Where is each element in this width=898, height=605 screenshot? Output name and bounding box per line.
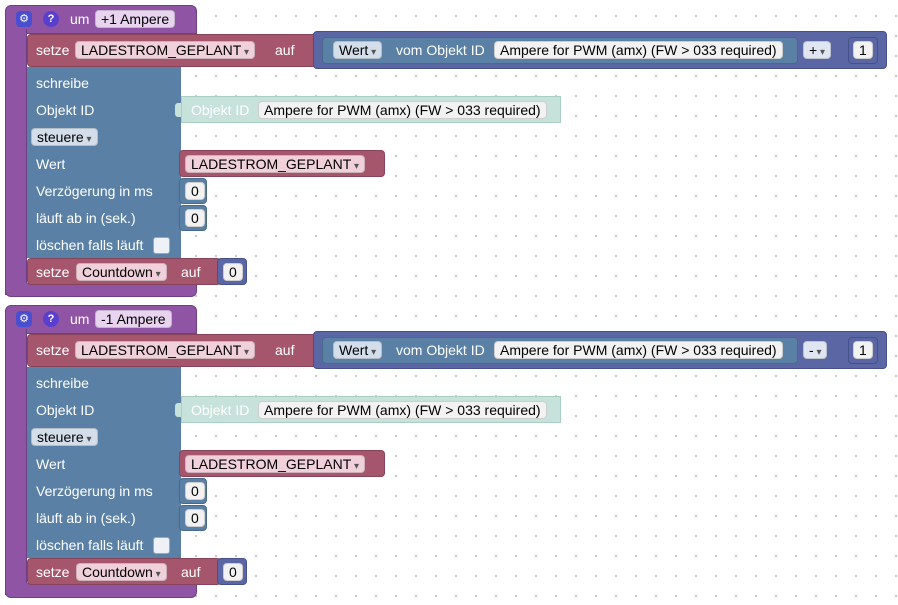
delay-label: Verzögerung in ms [36,183,153,199]
input-connector [175,103,181,117]
variable-dropdown[interactable]: Countdown [76,263,167,281]
clear-if-running-label: löschen falls läuft [36,237,144,253]
value-attribute-dropdown[interactable]: Wert [333,341,383,359]
from-object-label: vom Objekt ID [396,42,485,58]
set-label: setze [36,42,70,58]
clear-if-running-label: löschen falls läuft [36,537,144,553]
from-object-label: vom Objekt ID [396,342,485,358]
procedure-label: um [70,311,90,327]
expire-label: läuft ab in (sek.) [36,510,136,526]
to-label: auf [181,564,201,580]
procedure-name-field[interactable]: -1 Ampere [95,310,172,328]
clear-if-running-checkbox[interactable] [153,537,170,554]
help-icon[interactable]: ? [43,311,59,327]
procedure-footer [5,583,197,598]
object-id-placeholder: Objekt ID [191,402,250,418]
procedure-spine [5,329,27,595]
value-label: Wert [36,456,66,472]
delay-field[interactable]: 0 [185,182,205,200]
object-id-field[interactable]: Ampere for PWM (amx) (FW > 033 required) [494,41,783,59]
write-label: schreibe [36,375,89,391]
object-id-name-field[interactable]: Ampere for PWM (amx) (FW > 033 required) [258,401,547,419]
variable-dropdown[interactable]: Countdown [76,563,167,581]
set-label: setze [36,342,70,358]
operator-dropdown[interactable]: - [803,341,828,359]
expire-field[interactable]: 0 [185,509,205,527]
procedure-spine [5,29,27,295]
control-mode-dropdown[interactable]: steuere [31,428,98,446]
gear-icon[interactable]: ⚙ [16,11,32,27]
variable-dropdown[interactable]: LADESTROM_GEPLANT [75,341,256,359]
expire-field[interactable]: 0 [185,209,205,227]
procedure-label: um [70,11,90,27]
object-id-placeholder: Objekt ID [191,102,250,118]
number-field[interactable]: 0 [223,563,243,581]
set-label: setze [36,264,70,280]
to-label: auf [275,342,295,358]
write-control-block[interactable] [27,367,181,558]
object-id-field[interactable]: Ampere for PWM (amx) (FW > 033 required) [494,341,783,359]
object-id-label: Objekt ID [36,102,95,118]
gear-icon[interactable]: ⚙ [16,311,32,327]
to-label: auf [275,42,295,58]
object-id-name-field[interactable]: Ampere for PWM (amx) (FW > 033 required) [258,101,547,119]
variable-dropdown[interactable]: LADESTROM_GEPLANT [75,41,256,59]
input-connector [175,403,181,417]
delay-field[interactable]: 0 [185,482,205,500]
control-mode-dropdown[interactable]: steuere [31,128,98,146]
number-field[interactable]: 1 [853,41,873,59]
to-label: auf [181,264,201,280]
help-icon[interactable]: ? [43,11,59,27]
write-label: schreibe [36,75,89,91]
number-field[interactable]: 1 [853,341,873,359]
variable-dropdown[interactable]: LADESTROM_GEPLANT [185,155,366,173]
procedure-name-field[interactable]: +1 Ampere [95,10,176,28]
write-control-block[interactable] [27,67,181,258]
procedure-footer [5,283,197,297]
operator-dropdown[interactable]: + [803,41,831,59]
clear-if-running-checkbox[interactable] [153,237,170,254]
variable-dropdown[interactable]: LADESTROM_GEPLANT [185,455,366,473]
value-attribute-dropdown[interactable]: Wert [333,41,383,59]
number-field[interactable]: 0 [223,263,243,281]
object-id-label: Objekt ID [36,402,95,418]
delay-label: Verzögerung in ms [36,483,153,499]
value-label: Wert [36,156,66,172]
expire-label: läuft ab in (sek.) [36,210,136,226]
set-label: setze [36,564,70,580]
